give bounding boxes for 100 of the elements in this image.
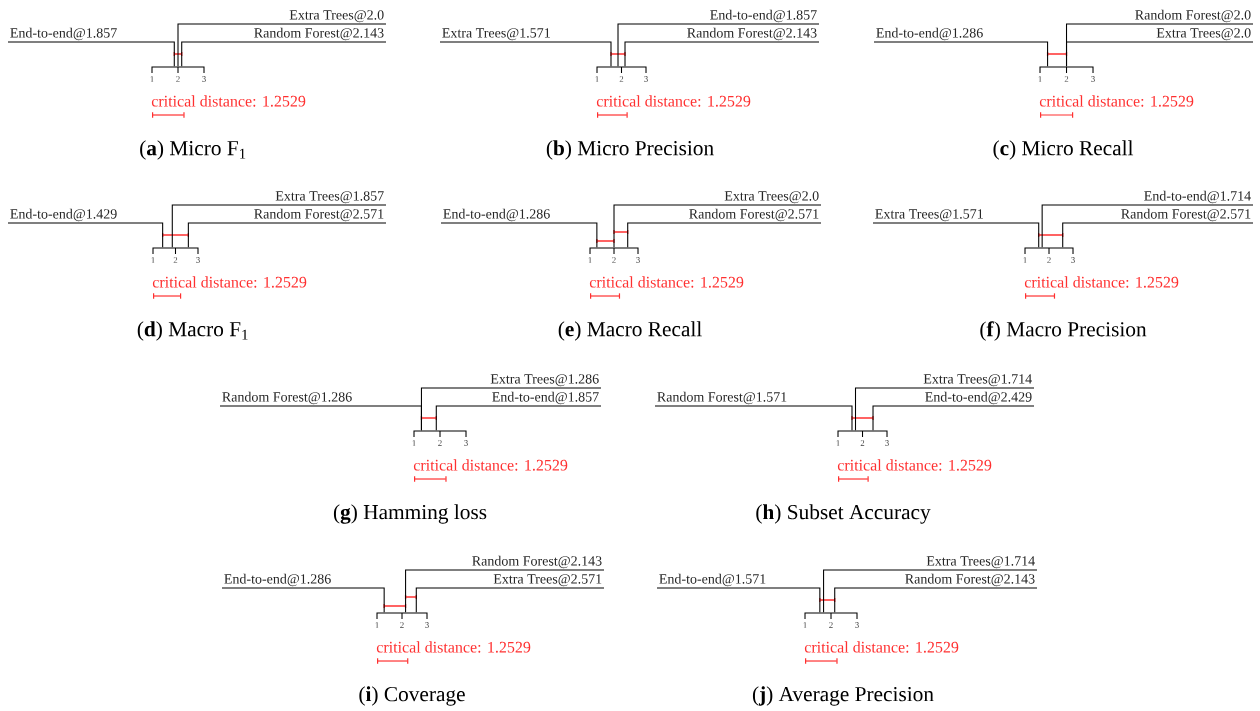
method-label: Random Forest@1.286 <box>222 391 352 405</box>
cd-label: critical distance: 1.2529 <box>837 459 992 471</box>
method-label: Extra Trees@2.0 <box>724 191 819 204</box>
tick-label: 2 <box>619 76 624 82</box>
leader-line <box>405 569 605 613</box>
leader-line <box>440 222 598 248</box>
rank-axis <box>376 612 428 620</box>
method-label: End-to-end@1.714 <box>1144 190 1251 204</box>
leader-line <box>823 569 1038 613</box>
tick-label: 1 <box>595 76 599 82</box>
tick-label: 2 <box>400 622 404 628</box>
method-label: Random Forest@2.143 <box>687 27 817 41</box>
leader-line <box>177 23 387 67</box>
leader-line <box>1062 222 1254 248</box>
leader-line <box>7 222 164 248</box>
leader-line <box>624 41 820 67</box>
method-label: Extra Trees@1.286 <box>490 374 599 387</box>
tick-label: 1 <box>1038 76 1042 82</box>
method-label: Random Forest@1.571 <box>657 391 787 405</box>
tick-label: 2 <box>438 440 442 446</box>
subfigure-caption: (j) Average Precision <box>752 686 934 706</box>
method-label: End-to-end@1.571 <box>659 573 766 587</box>
tick-label: 1 <box>412 440 416 446</box>
tick-label: 1 <box>803 622 807 628</box>
tick-label: 3 <box>196 257 200 263</box>
method-label: Extra Trees@1.714 <box>926 556 1035 569</box>
leader-line <box>627 222 822 248</box>
rank-axis <box>837 430 888 438</box>
method-label: Random Forest@2.0 <box>1135 9 1251 23</box>
tick-label: 3 <box>1071 257 1075 263</box>
cd-label: critical distance: 1.2529 <box>1024 276 1179 288</box>
leader-line <box>415 587 605 613</box>
tick-label: 2 <box>1064 76 1069 82</box>
subfigure-caption: (d) Macro F$_{1}$ <box>137 321 248 341</box>
tick-label: 2 <box>1047 257 1051 263</box>
rank-axis <box>413 430 467 438</box>
method-label: Random Forest@2.571 <box>1121 208 1251 222</box>
leader-line <box>219 405 422 431</box>
method-label: Extra Trees@1.571 <box>442 28 550 41</box>
subfigure-caption: (a) Micro F$_{1}$ <box>140 140 246 160</box>
leader-line <box>439 41 612 67</box>
method-label: Random Forest@2.571 <box>689 208 819 222</box>
subfigure-caption: (c) Micro Recall <box>993 140 1134 160</box>
cd-label: critical distance: 1.2529 <box>596 95 751 107</box>
rank-axis <box>804 612 858 620</box>
leader-line <box>873 41 1049 67</box>
method-label: Extra Trees@1.857 <box>275 191 384 204</box>
method-label: Extra Trees@2.0 <box>289 10 384 23</box>
cd-label: critical distance: 1.2529 <box>804 641 959 653</box>
subfigure-caption: (h) Subset Accuracy <box>756 504 931 524</box>
tick-label: 1 <box>151 257 155 263</box>
leader-line <box>834 587 1038 613</box>
method-label: End-to-end@1.857 <box>10 27 117 41</box>
leader-line <box>656 587 821 613</box>
tick-label: 1 <box>836 440 840 446</box>
method-label: End-to-end@1.286 <box>224 573 331 587</box>
method-label: End-to-end@1.857 <box>492 391 599 405</box>
leader-line <box>872 405 1035 431</box>
rank-axis <box>1039 66 1094 74</box>
tick-label: 1 <box>588 257 592 263</box>
tick-label: 3 <box>1091 76 1095 82</box>
subfigure-caption: (g) Hamming loss <box>333 504 487 524</box>
rank-axis <box>152 247 199 255</box>
method-label: Extra Trees@2.571 <box>493 574 602 587</box>
leader-line <box>854 387 1035 431</box>
method-label: End-to-end@1.286 <box>876 27 983 41</box>
leader-line <box>654 405 853 431</box>
leader-line <box>435 405 602 431</box>
tick-label: 2 <box>173 257 178 263</box>
tick-label: 2 <box>612 257 616 263</box>
tick-label: 2 <box>860 440 865 446</box>
tick-label: 2 <box>176 76 180 82</box>
tick-label: 3 <box>885 440 889 446</box>
method-label: Random Forest@2.143 <box>472 555 602 569</box>
tick-label: 3 <box>464 440 468 446</box>
cd-label: critical distance: 1.2529 <box>1039 95 1194 107</box>
cd-label: critical distance: 1.2529 <box>589 276 744 288</box>
leader-line <box>1066 41 1254 67</box>
tick-label: 1 <box>150 76 154 82</box>
method-label: Extra Trees@2.0 <box>1156 28 1251 41</box>
tick-label: 3 <box>202 76 206 82</box>
leader-line <box>613 204 822 248</box>
tick-label: 2 <box>829 622 833 628</box>
cd-label: critical distance: 1.2529 <box>152 276 307 288</box>
method-label: End-to-end@2.429 <box>925 391 1032 405</box>
cd-label: critical distance: 1.2529 <box>413 459 568 471</box>
leader-line <box>1041 204 1254 248</box>
rank-axis <box>589 247 639 255</box>
tick-label: 3 <box>425 622 429 628</box>
leader-line <box>221 587 385 613</box>
leader-line <box>171 204 387 248</box>
leader-line <box>617 23 820 67</box>
subfigure-caption: (f) Macro Precision <box>980 321 1147 341</box>
method-label: End-to-end@1.286 <box>443 208 550 222</box>
cd-label: critical distance: 1.2529 <box>151 95 306 107</box>
tick-label: 3 <box>636 257 640 263</box>
leader-line <box>187 222 387 248</box>
tick-label: 1 <box>1023 257 1027 263</box>
leader-line <box>181 41 387 67</box>
tick-label: 3 <box>644 76 648 82</box>
